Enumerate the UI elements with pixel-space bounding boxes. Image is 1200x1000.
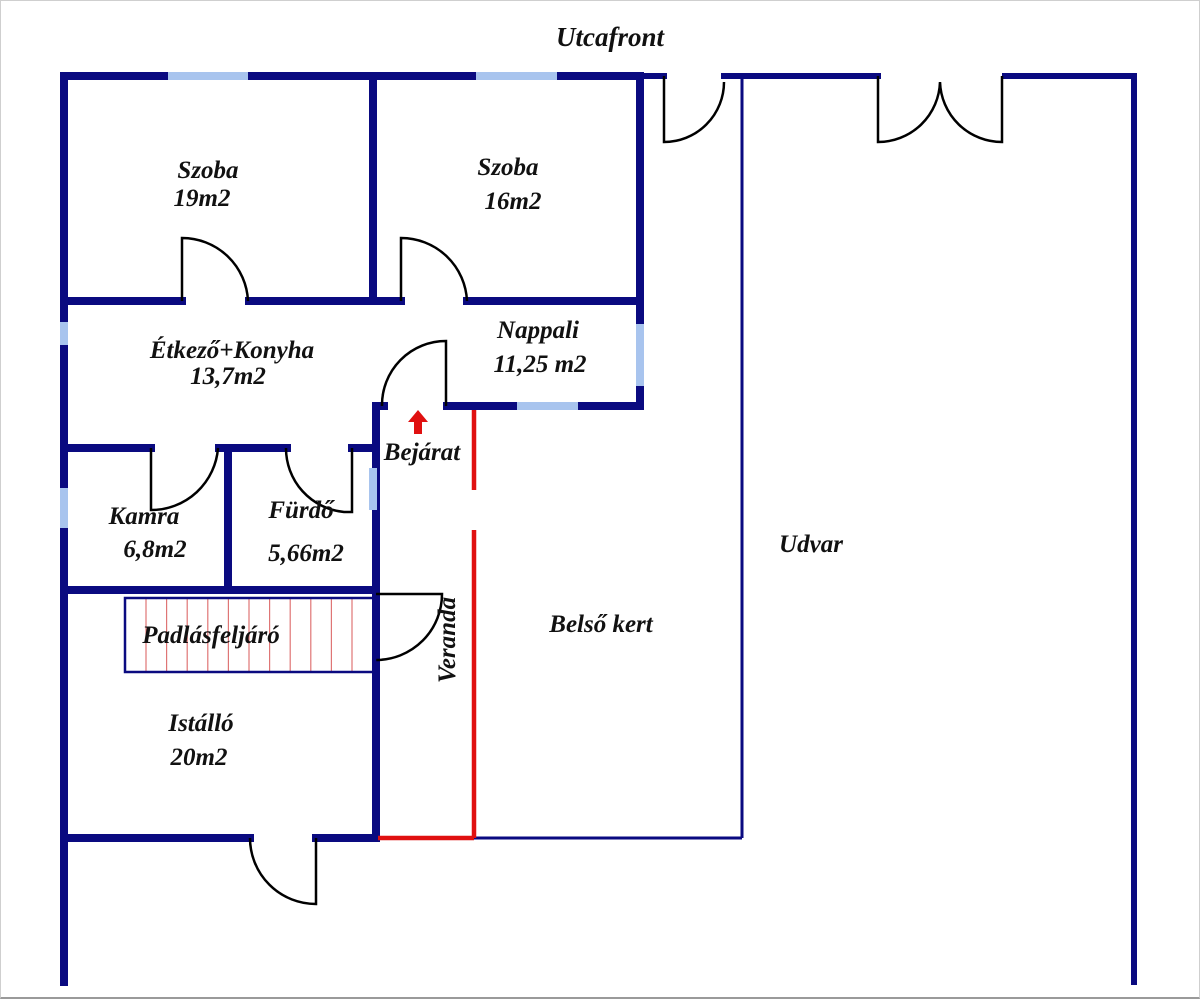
- door-istallo[interactable]: [248, 837, 318, 906]
- entrance-label: Bejárat: [383, 439, 461, 466]
- stairs-label: Padlásfeljáró: [141, 622, 280, 649]
- door-kamra[interactable]: [149, 447, 220, 512]
- veranda-label: Veranda: [434, 597, 461, 683]
- entrance-arrow-icon: [408, 410, 428, 434]
- room-name-szoba-2: Szoba: [477, 154, 538, 181]
- room-name-nappali: Nappali: [496, 317, 579, 344]
- staircase: [123, 596, 377, 674]
- room-name-furdo: Fürdő: [267, 497, 335, 524]
- room-area-szoba-2: 16m2: [485, 188, 542, 215]
- room-area-nappali: 11,25 m2: [493, 351, 586, 378]
- room-name-kamra: Kamra: [108, 503, 180, 530]
- door-street-double-gate[interactable]: [876, 76, 1004, 144]
- door-stairs[interactable]: [375, 592, 444, 662]
- door-nappali[interactable]: [380, 339, 448, 407]
- door-szoba1[interactable]: [180, 236, 250, 302]
- veranda-outline: [378, 410, 477, 841]
- inner-garden-label: Belső kert: [548, 611, 654, 638]
- door-furdo[interactable]: [284, 447, 354, 514]
- staircase-frame: [123, 596, 377, 674]
- door-street-gate[interactable]: [662, 76, 726, 144]
- room-name-istallo: Istálló: [167, 710, 233, 737]
- street-label: Utcafront: [556, 22, 665, 52]
- door-szoba2[interactable]: [399, 236, 469, 302]
- labels: Utcafront Szoba 19m2 Szoba 16m2 Étkező+K…: [108, 22, 844, 771]
- yard-label: Udvar: [779, 531, 843, 558]
- room-name-szoba-1: Szoba: [177, 157, 238, 184]
- windows: [60, 72, 644, 528]
- room-name-etkezo-konyha: Étkező+Konyha: [149, 336, 314, 364]
- room-area-furdo: 5,66m2: [268, 540, 344, 567]
- room-area-istallo: 20m2: [170, 744, 228, 771]
- room-area-kamra: 6,8m2: [123, 536, 186, 563]
- room-area-etkezo-konyha: 13,7m2: [190, 363, 266, 390]
- room-area-szoba-1: 19m2: [174, 185, 231, 212]
- doors[interactable]: [149, 76, 1004, 906]
